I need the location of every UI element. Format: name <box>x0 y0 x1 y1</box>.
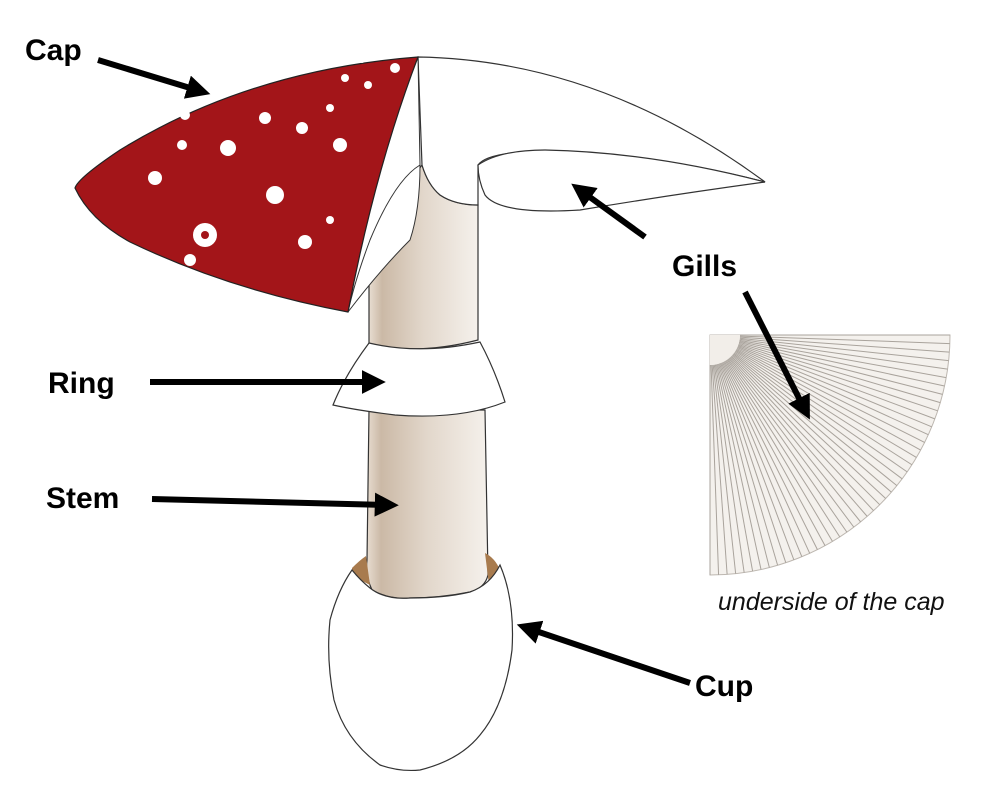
gill-line <box>726 359 848 533</box>
gill-line <box>736 347 925 443</box>
gill-line <box>732 354 892 493</box>
cap-spot <box>364 81 372 89</box>
gill-line <box>734 350 913 466</box>
gill-line <box>739 335 950 345</box>
stem-base-right <box>485 553 500 585</box>
gill-line <box>733 352 903 480</box>
gill-line <box>731 355 886 499</box>
inset-caption: underside of the cap <box>718 588 945 616</box>
cap-spot <box>390 63 400 73</box>
gill-line <box>713 364 745 573</box>
gill-line <box>714 364 754 572</box>
cap-spot <box>333 138 347 152</box>
gill-line <box>737 347 929 436</box>
cap-spot <box>341 74 349 82</box>
gills-arrow <box>571 183 647 240</box>
gill-line <box>739 336 950 353</box>
cap-spot <box>177 140 187 150</box>
gill-line <box>712 364 737 574</box>
gill-line <box>722 362 811 554</box>
label-ring: Ring <box>48 367 115 400</box>
label-gills: Gills <box>672 250 737 283</box>
cap-spot <box>359 57 365 63</box>
gill-line <box>729 357 868 517</box>
gill-line <box>716 363 770 568</box>
cap-spot <box>220 140 236 156</box>
cap-spot-hole <box>201 231 209 239</box>
cap-spot <box>296 122 308 134</box>
cap-spot <box>180 110 190 120</box>
cap-spot <box>240 79 250 89</box>
cap <box>74 56 419 313</box>
gill-line <box>728 358 861 523</box>
gills-inset-lines <box>709 334 950 575</box>
gill-line <box>725 359 841 538</box>
gill-line <box>722 361 818 550</box>
gill-line <box>739 337 949 362</box>
gill-line <box>718 363 787 563</box>
gill-line <box>735 349 917 458</box>
gill-line <box>738 342 941 404</box>
cap-spot <box>326 104 334 112</box>
gill-line <box>730 355 881 506</box>
gill-line <box>733 353 898 486</box>
gill-line <box>715 364 762 570</box>
gills-inset-center <box>710 335 740 365</box>
cap-spot <box>148 171 162 185</box>
gill-line <box>710 364 720 575</box>
ring <box>332 341 506 417</box>
gill-line <box>736 348 921 451</box>
gill-line <box>720 362 795 561</box>
gill-line <box>737 346 932 428</box>
gill-line <box>723 361 826 546</box>
stem-base-left <box>352 556 370 585</box>
cap-spot <box>259 112 271 124</box>
stem-arrow <box>151 492 399 517</box>
gill-lobe <box>477 149 766 212</box>
gills-inset-arrow <box>742 290 810 420</box>
cap-spot <box>298 235 312 249</box>
cap-arrow <box>97 57 211 99</box>
cap-spot <box>266 186 284 204</box>
gill-line <box>730 356 874 511</box>
gills-inset <box>709 334 951 576</box>
gill-line <box>738 343 938 412</box>
gill-line <box>717 363 779 566</box>
gill-line <box>734 351 908 473</box>
gill-line <box>737 345 936 420</box>
label-cap: Cap <box>25 34 82 67</box>
gill-line <box>724 360 833 542</box>
cup <box>328 563 514 772</box>
cap-spot <box>326 216 334 224</box>
label-stem: Stem <box>46 482 119 515</box>
cap-spots <box>148 57 400 266</box>
gill-line <box>727 358 855 528</box>
cup-arrow <box>516 620 691 686</box>
gill-line <box>721 362 803 557</box>
label-cup: Cup <box>695 670 753 703</box>
cap-spot <box>184 254 196 266</box>
gill-line <box>711 364 728 575</box>
